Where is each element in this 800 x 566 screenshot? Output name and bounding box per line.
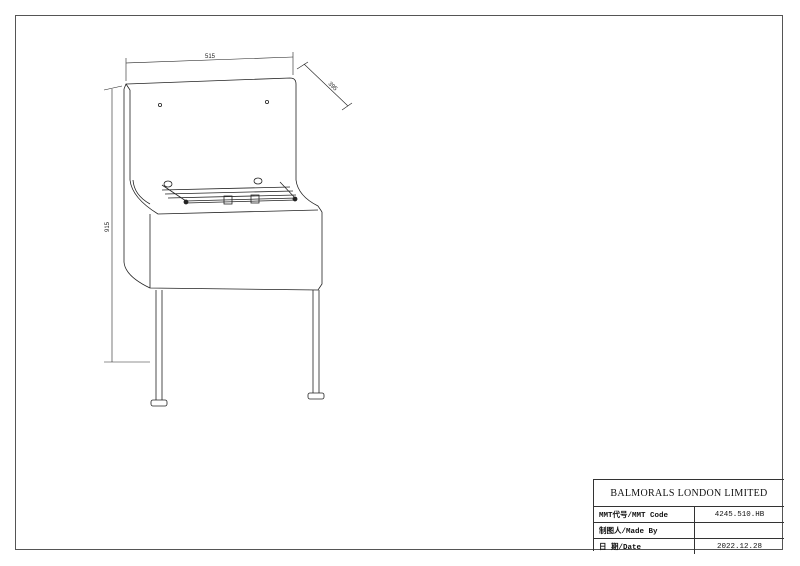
sink-grate — [161, 177, 298, 205]
title-row-made-by: 制图人/Made By — [594, 523, 784, 539]
sink-outline — [123, 77, 325, 407]
code-value: 4245.510.HB — [714, 510, 765, 519]
height-dimension: 915 — [103, 85, 150, 363]
title-row-date: 日 期/Date 2022.12.28 — [594, 539, 784, 554]
title-row-code: MMT代号/MMT Code 4245.510.HB — [594, 507, 784, 523]
legs — [150, 290, 325, 407]
date-value: 2022.12.28 — [716, 542, 762, 551]
date-label: 日 期/Date — [594, 539, 695, 554]
depth-label: 395 — [327, 81, 339, 93]
code-label: MMT代号/MMT Code — [594, 507, 695, 522]
width-dimension: 515 — [125, 52, 294, 81]
height-label: 915 — [105, 221, 111, 232]
made-by-value — [695, 523, 784, 538]
width-label: 515 — [205, 54, 216, 60]
made-by-label: 制图人/Made By — [594, 523, 695, 538]
drawing-border — [15, 15, 783, 550]
company-name: BALMORALS LONDON LIMITED — [594, 480, 784, 507]
depth-dimension: 395 — [296, 61, 353, 111]
title-block: BALMORALS LONDON LIMITED MMT代号/MMT Code … — [593, 479, 784, 554]
